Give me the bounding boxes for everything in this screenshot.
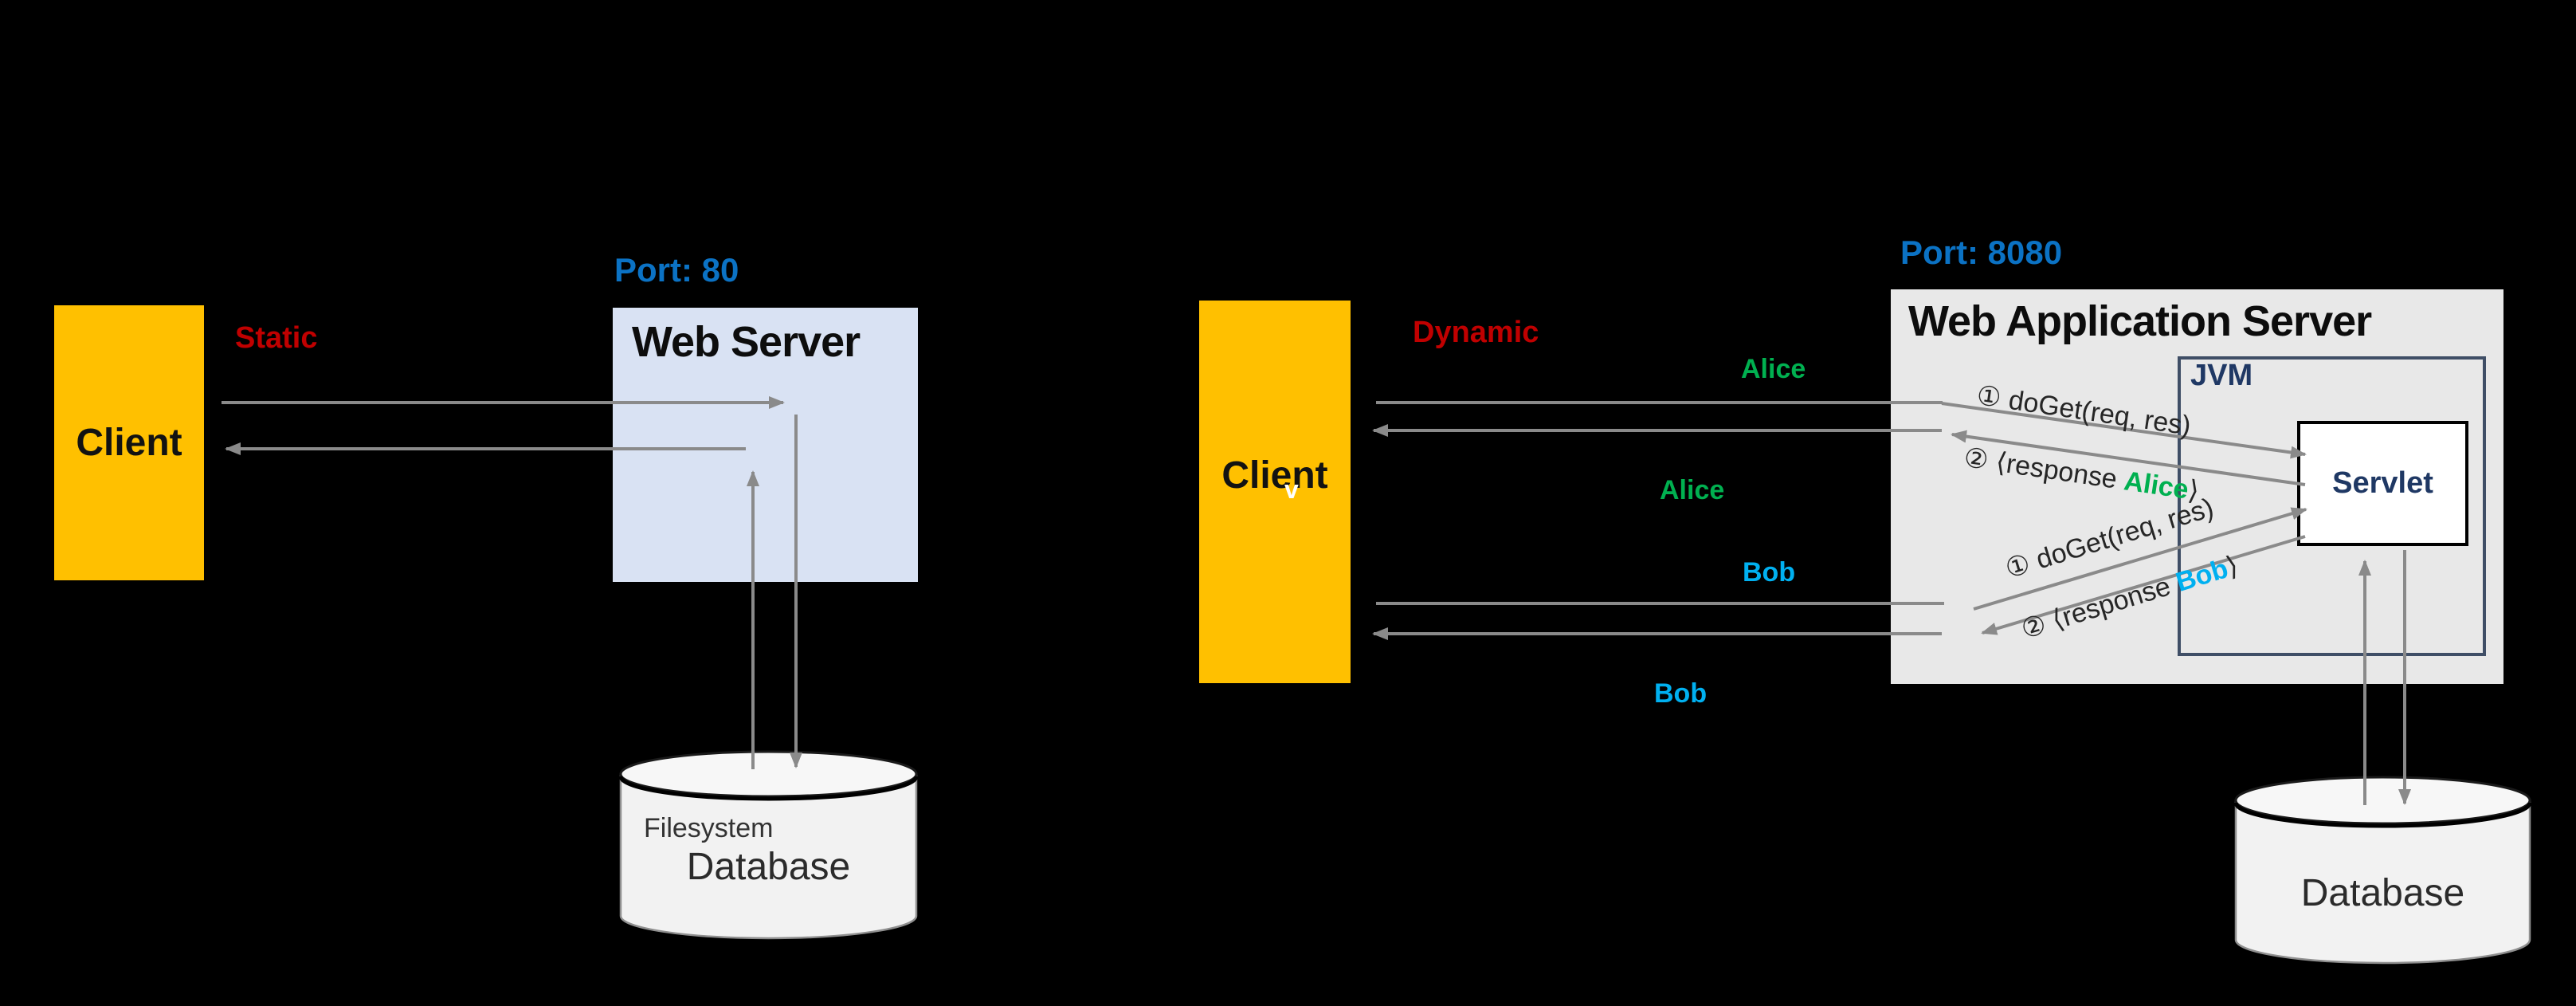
right-client-label: Client [1221, 454, 1328, 497]
dynamic-label: Dynamic [1413, 316, 1539, 349]
filesystem-label: Filesystem [644, 813, 774, 843]
alice-waiting-label: Alice [1660, 475, 1725, 505]
right-port-label: Port: 8080 [1900, 234, 2063, 271]
web-application-server-title: Web Application Server [1908, 297, 2372, 345]
servlet-label: Servlet [2332, 466, 2433, 500]
jvm-label: JVM [2190, 359, 2253, 392]
step-number: ② [1962, 442, 1991, 476]
jvm-box [2178, 356, 2486, 656]
filesystem-database-label: Database [686, 846, 851, 888]
right-database-cylinder [2233, 776, 2532, 965]
client-cursor-mark: v [1284, 475, 1299, 504]
alice-request-label: Alice [1741, 354, 1806, 384]
doget-bob-arrow [1973, 507, 2307, 611]
static-label: Static [235, 321, 318, 355]
bob-request-label: Bob [1743, 557, 1796, 587]
left-client-box: Client [54, 305, 204, 580]
web-server-box [613, 308, 918, 582]
web-server-title: Web Server [632, 318, 861, 366]
left-port-label: Port: 80 [614, 251, 739, 289]
response-alice-arrow [1951, 430, 2306, 486]
left-client-label: Client [76, 422, 182, 464]
bob-waiting-label: Bob [1654, 678, 1708, 709]
right-client-box: Client [1199, 301, 1351, 683]
servlet-box: Servlet [2297, 421, 2468, 546]
filesystem-database-cylinder [618, 750, 919, 940]
response-bob-arrow [1981, 535, 2306, 635]
right-database-label: Database [2300, 872, 2465, 914]
doget-alice-arrow [1941, 402, 2307, 459]
step-number: ① [1974, 379, 2004, 414]
